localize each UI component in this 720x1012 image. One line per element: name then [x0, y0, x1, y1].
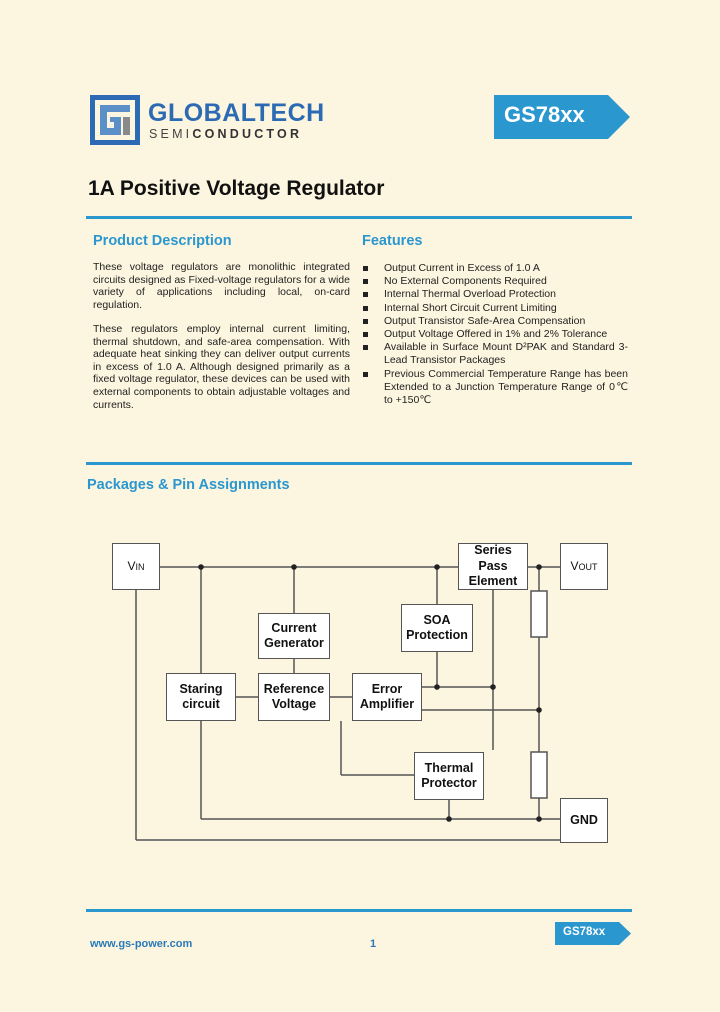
starting-circuit: Staring circuit	[166, 673, 236, 721]
feature-item: Output Transistor Safe-Area Compensation	[362, 315, 628, 328]
footer-part-number: GS78xx	[563, 926, 606, 938]
product-description-paragraph: These voltage regulators are monolithic …	[93, 261, 350, 311]
feature-item: Output Current in Excess of 1.0 A	[362, 262, 628, 275]
page-number: 1	[370, 938, 377, 950]
footer-url[interactable]: www.gs-power.com	[90, 938, 193, 950]
features-heading: Features	[362, 233, 423, 249]
error-amplifier: Error Amplifier	[352, 673, 422, 721]
section-divider	[86, 462, 632, 465]
globaltech-logo-icon	[90, 95, 140, 145]
company-name: GLOBALTECH	[148, 99, 325, 127]
feature-item: Previous Commercial Temperature Range ha…	[362, 368, 628, 408]
part-number: GS78xx	[504, 102, 585, 127]
product-description-heading: Product Description	[93, 233, 232, 249]
footer-part-tag-icon	[555, 922, 631, 945]
gnd-pin: GND	[560, 798, 608, 843]
thermal-protector: Thermal Protector	[414, 752, 484, 800]
footer-divider	[86, 909, 632, 912]
product-description-paragraph: These regulators employ internal current…	[93, 323, 350, 411]
feature-item: Available in Surface Mount D²PAK and Sta…	[362, 341, 628, 367]
company-subtitle: SEMICONDUCTOR	[149, 127, 303, 141]
features-list: Output Current in Excess of 1.0 A No Ext…	[362, 262, 628, 407]
feature-item: No External Components Required	[362, 275, 628, 288]
feature-item: Output Voltage Offered in 1% and 2% Tole…	[362, 328, 628, 341]
section-divider	[86, 216, 632, 219]
current-generator: Current Generator	[258, 613, 330, 659]
packages-heading: Packages & Pin Assignments	[87, 477, 290, 493]
feature-item: Internal Short Circuit Current Limiting	[362, 302, 628, 315]
soa-protection: SOA Protection	[401, 604, 473, 652]
reference-voltage: Reference Voltage	[258, 673, 330, 721]
feature-item: Internal Thermal Overload Protection	[362, 288, 628, 301]
document-title: 1A Positive Voltage Regulator	[88, 177, 385, 200]
part-number-tag-icon	[494, 95, 630, 139]
series-pass-element: Series Pass Element	[458, 543, 528, 590]
